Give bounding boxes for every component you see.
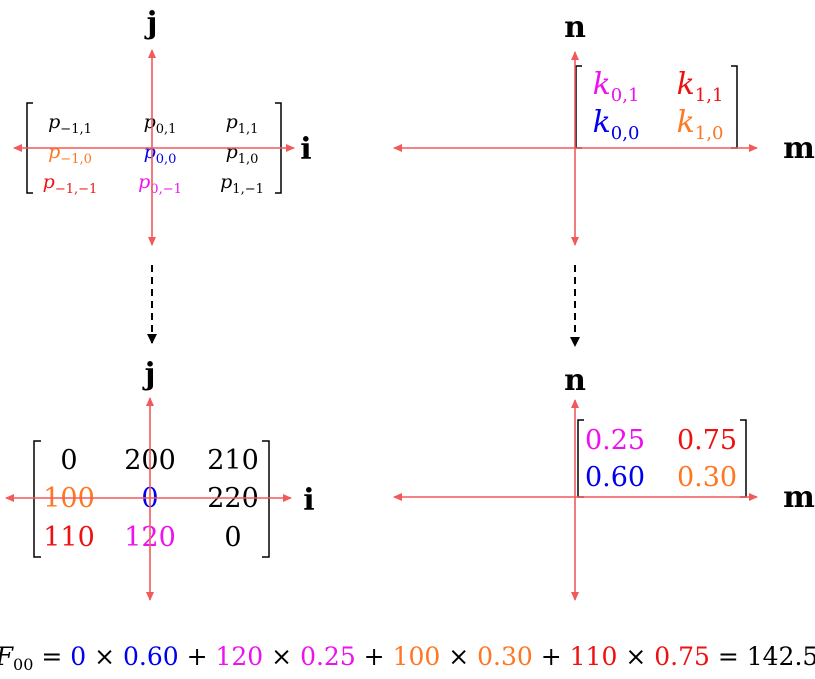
axis-label-j: j bbox=[142, 357, 156, 392]
cell-symbol: p bbox=[43, 171, 55, 193]
cell-symbol: k bbox=[677, 105, 695, 140]
formula-term: 0.25 bbox=[300, 642, 356, 671]
formula-term: 0 bbox=[70, 642, 86, 671]
cell-symbol: k bbox=[677, 67, 695, 102]
matrix-cell: k1,0 bbox=[677, 105, 724, 144]
cell-symbol: p bbox=[220, 171, 232, 193]
cell-subscript: 0,0 bbox=[156, 152, 177, 167]
formula-term: 120 bbox=[216, 642, 264, 671]
formula-term: 0.30 bbox=[477, 642, 533, 671]
numeric-kernel-panel: 0.25 0.75 0.60 0.30 n m bbox=[393, 363, 815, 601]
matrix-cell: k0,1 bbox=[593, 67, 640, 106]
cell-subscript: 1,0 bbox=[695, 123, 724, 144]
axis-label-i: i bbox=[300, 132, 311, 167]
matrix-cell: k1,1 bbox=[677, 67, 724, 106]
matrix-cell: 0.25 bbox=[585, 425, 645, 456]
matrix-cell: p−1,−1 bbox=[43, 171, 98, 197]
matrix-cell: p0,−1 bbox=[138, 171, 182, 197]
formula-term: × bbox=[617, 642, 654, 671]
axis-label-n: n bbox=[564, 10, 586, 45]
axis-label-m: m bbox=[783, 131, 815, 166]
matrix-cell: 0 bbox=[224, 522, 241, 553]
cell-subscript: −1,−1 bbox=[55, 182, 97, 197]
matrix-cell: 0.60 bbox=[585, 462, 645, 493]
left-bracket bbox=[33, 440, 41, 558]
axis-label-n: n bbox=[564, 363, 586, 398]
formula-term: = 142.5 bbox=[710, 642, 815, 671]
cell-subscript: −1,0 bbox=[60, 152, 92, 167]
cell-subscript: 0,0 bbox=[611, 123, 640, 144]
cell-subscript: 1,−1 bbox=[232, 182, 264, 197]
formula-term: + bbox=[356, 642, 393, 671]
cell-subscript: 1,1 bbox=[238, 122, 259, 137]
matrix-cell: 0.75 bbox=[677, 425, 737, 456]
formula-term: × bbox=[440, 642, 477, 671]
cell-subscript: 0,1 bbox=[156, 122, 177, 137]
formula-lhs: F bbox=[0, 642, 15, 671]
matrix-cell: p−1,1 bbox=[48, 111, 92, 137]
matrix-cell: p0,1 bbox=[144, 111, 177, 137]
formula-term: × bbox=[263, 642, 300, 671]
formula-term: 0.75 bbox=[654, 642, 710, 671]
matrix-cell: 0 bbox=[60, 445, 77, 476]
formula-term: + bbox=[533, 642, 570, 671]
formula-term: × bbox=[86, 642, 123, 671]
matrix-cell: 0.30 bbox=[677, 462, 737, 493]
cell-subscript: −1,1 bbox=[60, 122, 92, 137]
matrix-cell: k0,0 bbox=[593, 105, 640, 144]
cell-symbol: p bbox=[144, 111, 156, 133]
cell-symbol: p bbox=[138, 171, 150, 193]
cell-symbol: k bbox=[593, 67, 611, 102]
numeric-kernel-matrix: 0.25 0.75 0.60 0.30 bbox=[577, 419, 747, 498]
right-bracket bbox=[262, 440, 270, 558]
axis-label-j: j bbox=[144, 6, 158, 41]
formula-term: 110 bbox=[570, 642, 618, 671]
cell-symbol: p bbox=[226, 141, 238, 163]
cell-subscript: 0,−1 bbox=[150, 182, 182, 197]
formula-lhs-subscript: 00 bbox=[13, 655, 33, 674]
cell-symbol: p bbox=[226, 111, 238, 133]
cell-subscript: 1,1 bbox=[695, 85, 724, 106]
matrix-cell: p1,1 bbox=[226, 111, 259, 137]
formula-term: + bbox=[179, 642, 216, 671]
cell-symbol: p bbox=[48, 141, 60, 163]
left-bracket bbox=[577, 419, 584, 498]
matrix-cell: p−1,0 bbox=[48, 141, 92, 167]
matrix-cell: p1,−1 bbox=[220, 171, 264, 197]
formula-term: = bbox=[33, 642, 70, 671]
right-bracket bbox=[740, 419, 747, 498]
cell-symbol: k bbox=[593, 105, 611, 140]
matrix-cell: 110 bbox=[43, 522, 95, 553]
left-bracket bbox=[575, 65, 582, 149]
axis-label-i: i bbox=[303, 483, 314, 518]
matrix-cell: p1,0 bbox=[226, 141, 259, 167]
axis-label-m: m bbox=[783, 480, 815, 515]
matrix-cell: 210 bbox=[207, 445, 259, 476]
formula-term: 100 bbox=[393, 642, 441, 671]
cell-symbol: p bbox=[144, 141, 156, 163]
convolution-formula: F00 = 0 × 0.60 + 120 × 0.25 + 100 × 0.30… bbox=[0, 642, 815, 674]
cell-symbol: p bbox=[48, 111, 60, 133]
matrix-cell: p0,0 bbox=[144, 141, 177, 167]
cell-subscript: 0,1 bbox=[611, 85, 640, 106]
right-bracket bbox=[731, 65, 738, 149]
cell-subscript: 1,0 bbox=[238, 152, 259, 167]
formula-term: 0.60 bbox=[123, 642, 179, 671]
